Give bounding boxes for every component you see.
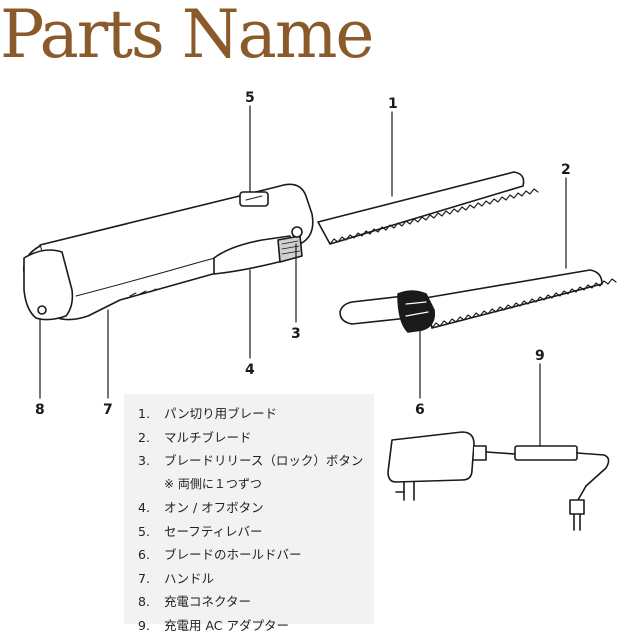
legend-item: 2. マルチブレード bbox=[138, 426, 374, 450]
legend-item: 3. ブレードリリース（ロック）ボタン bbox=[138, 449, 374, 473]
callout-6: 6 bbox=[415, 402, 425, 418]
legend-item-number: 4. bbox=[138, 500, 150, 515]
legend-item-label: マルチブレード bbox=[164, 429, 252, 445]
callout-5: 5 bbox=[245, 90, 255, 106]
legend-item-label: ハンドル bbox=[164, 570, 215, 586]
ac-adapter bbox=[387, 431, 610, 531]
legend-item-number: 5. bbox=[138, 523, 150, 539]
callout-4: 4 bbox=[245, 362, 255, 378]
legend-item: 6. ブレードのホールドバー bbox=[138, 543, 374, 567]
legend-item-number: 1. bbox=[138, 406, 150, 421]
callout-2: 2 bbox=[561, 162, 571, 178]
legend-item: 7. ハンドル bbox=[138, 567, 374, 591]
legend-item-number: 2. bbox=[138, 429, 150, 445]
legend-item-number: 6. bbox=[138, 547, 150, 562]
parts-legend: 1. パン切り用ブレード 2. マルチブレード 3. ブレードリリース（ロック）ボタン… bbox=[124, 394, 374, 633]
legend-item-number: 3. bbox=[138, 453, 150, 468]
callout-3: 3 bbox=[291, 326, 301, 342]
leader-lines bbox=[39, 105, 567, 447]
callout-1: 1 bbox=[388, 96, 398, 112]
legend-item-label: 充電用 AC アダプター bbox=[164, 617, 290, 633]
legend-note-label: ※ 両側に１つずつ bbox=[164, 476, 262, 491]
legend-item-label: 充電コネクター bbox=[164, 594, 252, 609]
callout-9: 9 bbox=[535, 348, 545, 364]
legend-item: 8. 充電コネクター bbox=[138, 590, 374, 614]
legend-item-number: 9. bbox=[138, 617, 150, 633]
multi-blade bbox=[339, 269, 617, 333]
legend-item-number: 8. bbox=[138, 594, 150, 609]
legend-item: 4. オン / オフボタン bbox=[138, 496, 374, 520]
parts-list: 1. パン切り用ブレード 2. マルチブレード 3. ブレードリリース（ロック）ボタン… bbox=[138, 402, 374, 637]
legend-note: ※ 両側に１つずつ bbox=[138, 473, 374, 497]
callout-7: 7 bbox=[103, 402, 113, 418]
legend-item: 1. パン切り用ブレード bbox=[138, 402, 374, 426]
legend-item-label: セーフティレバー bbox=[164, 523, 263, 539]
legend-item-label: パン切り用ブレード bbox=[164, 406, 278, 421]
callout-8: 8 bbox=[35, 402, 45, 418]
legend-item: 5. セーフティレバー bbox=[138, 520, 374, 544]
legend-item-label: ブレードのホールドバー bbox=[164, 547, 302, 562]
legend-item: 9. 充電用 AC アダプター bbox=[138, 614, 374, 638]
knife-handle bbox=[23, 183, 314, 321]
legend-item-number: 7. bbox=[138, 570, 150, 586]
legend-item-label: ブレードリリース（ロック）ボタン bbox=[164, 453, 364, 468]
legend-item-label: オン / オフボタン bbox=[164, 500, 264, 515]
page-title: Parts Name bbox=[0, 0, 374, 73]
bread-blade bbox=[317, 171, 539, 245]
